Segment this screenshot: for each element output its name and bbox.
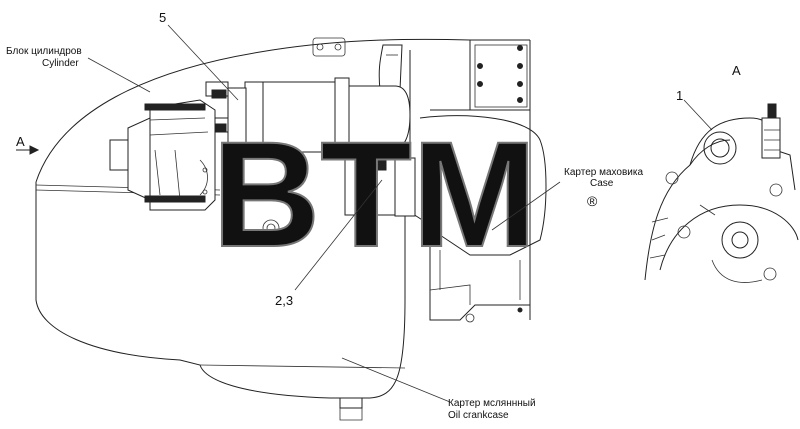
callout-5: 5 xyxy=(159,10,166,25)
callout-2-3: 2,3 xyxy=(275,293,293,308)
view-arrow-label: A xyxy=(16,134,25,149)
block-bolts xyxy=(262,219,363,421)
leader-lines xyxy=(87,24,713,403)
label-flywheel-case-en: Case xyxy=(590,178,614,189)
label-cylinder-block-en: Cylinder xyxy=(42,58,79,69)
detail-view: A xyxy=(644,63,799,283)
callout-1: 1 xyxy=(676,88,683,103)
top-pipe xyxy=(312,37,403,91)
starter-motor xyxy=(109,77,416,217)
label-flywheel-case-ru: Картер маховика xyxy=(564,167,643,178)
view-arrow: A xyxy=(16,134,40,155)
engine-block-outline xyxy=(35,38,530,399)
label-oil-crankcase-en: Oil crankcase xyxy=(448,410,509,421)
label-oil-crankcase-ru: Картер мсляннный xyxy=(448,398,536,409)
watermark-text: BTM xyxy=(212,110,537,278)
watermark-registered: ® xyxy=(587,193,598,209)
label-cylinder-block-ru: Блок цилиндров xyxy=(6,46,82,57)
watermark: BTM ® xyxy=(211,109,598,279)
detail-view-title: A xyxy=(732,63,741,78)
